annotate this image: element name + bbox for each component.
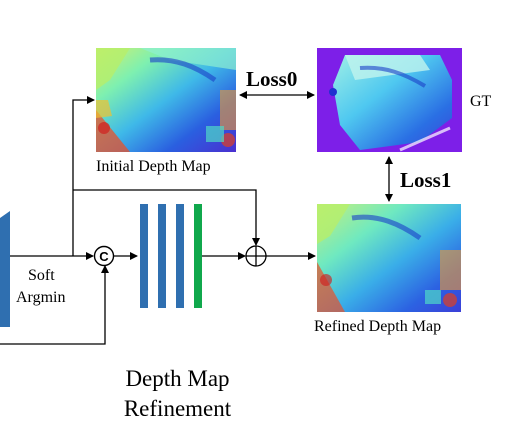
refinement-bar-1 [140, 204, 148, 308]
concat-node [93, 245, 115, 267]
gt-depth-map-image [317, 48, 462, 152]
arrow-feature-to-concat [0, 265, 109, 345]
sum-node [245, 245, 267, 267]
connections [0, 91, 393, 345]
initial-depth-map-image [96, 48, 236, 152]
concat-symbol: C [99, 249, 109, 264]
refinement-bar-3 [176, 204, 184, 308]
refinement-bar-4 [194, 204, 202, 308]
caption-line-1: Depth Map [125, 366, 230, 391]
gt-label: GT [470, 93, 492, 110]
initial-depth-map-label: Initial Depth Map [96, 158, 211, 175]
refinement-network-bars [140, 204, 202, 308]
encoder-block [0, 211, 10, 327]
argmin-label: Argmin [16, 289, 66, 306]
loss1-label: Loss1 [400, 168, 452, 192]
arrow-skip-to-sum [73, 189, 260, 246]
loss0-label: Loss0 [246, 67, 298, 91]
arrow-to-initial-depth [72, 96, 95, 256]
caption-line-2: Refinement [123, 396, 232, 421]
refined-depth-map-label: Refined Depth Map [314, 318, 442, 335]
soft-label: Soft [28, 267, 55, 284]
refined-depth-map-image [317, 204, 461, 312]
refinement-bar-2 [158, 204, 166, 308]
